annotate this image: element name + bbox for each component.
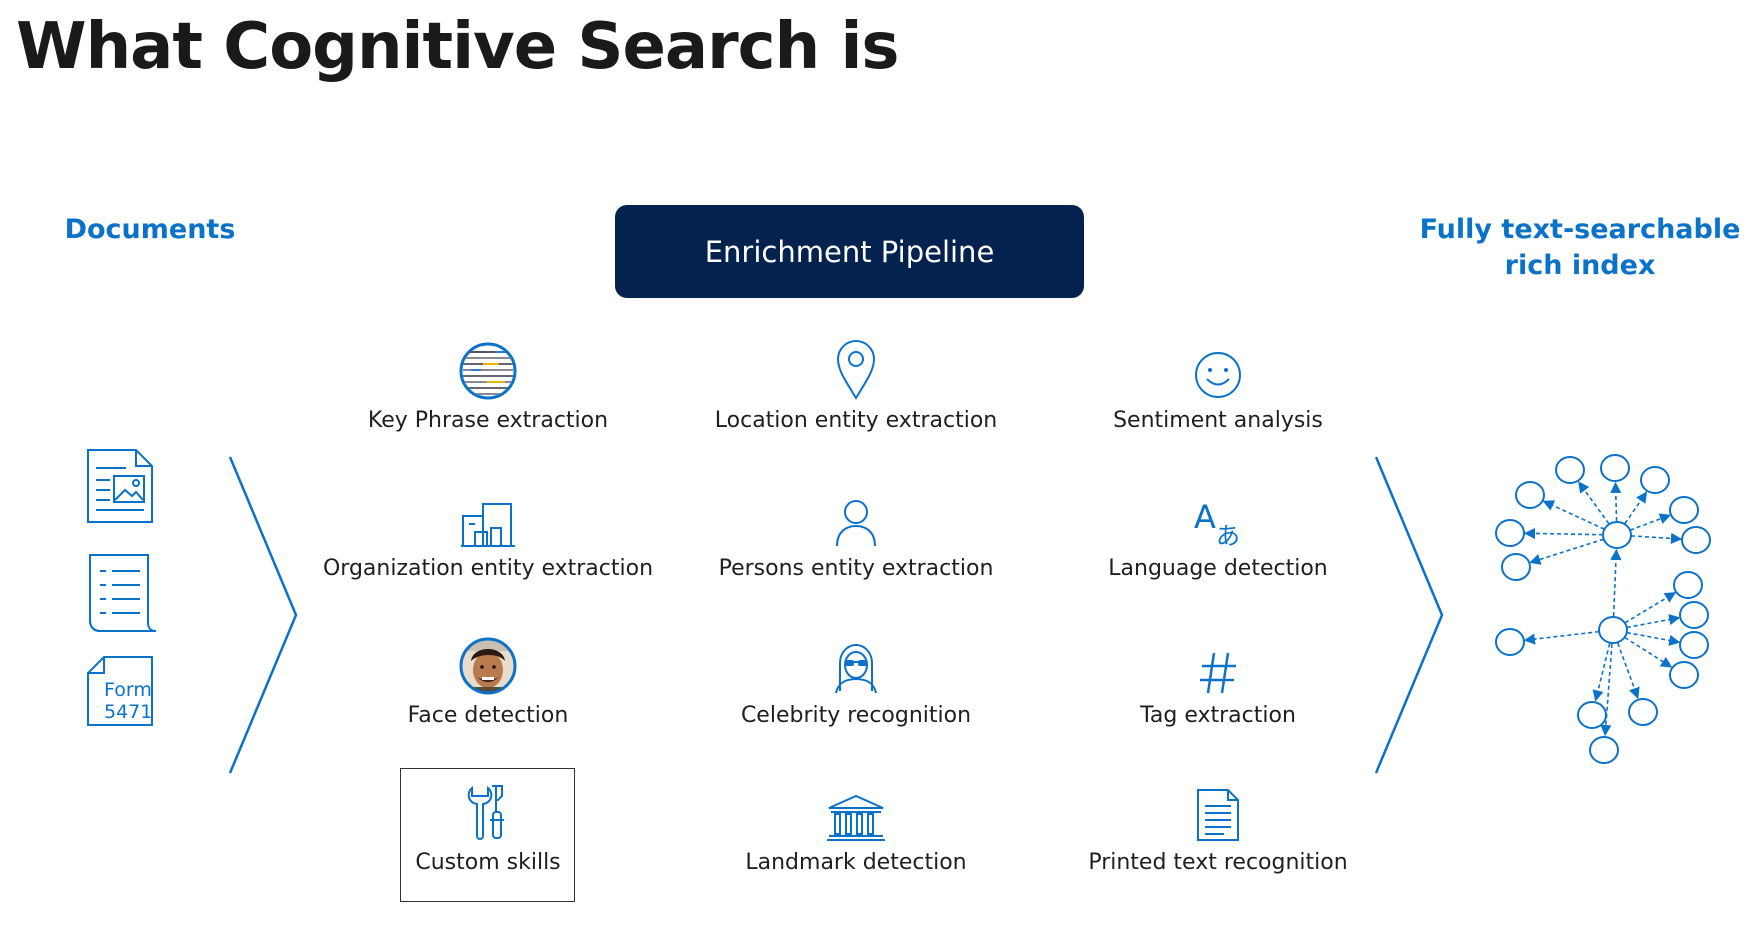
documents-heading: Documents xyxy=(64,214,236,245)
right-chevron-icon xyxy=(1374,456,1444,774)
graph-node xyxy=(1600,454,1630,482)
graph-node xyxy=(1669,661,1699,689)
graph-edge xyxy=(1523,630,1600,645)
skill-label: Face detection xyxy=(407,703,569,728)
skill-label: Key Phrase extraction xyxy=(367,408,609,433)
key-phrase-icon xyxy=(459,342,517,400)
skill-language: A あ Language detection xyxy=(1048,478,1388,581)
graph-edge xyxy=(1624,491,1648,524)
graph-hub-node xyxy=(1598,616,1628,644)
skill-landmark: Landmark detection xyxy=(686,772,1026,875)
skill-label: Tag extraction xyxy=(1140,703,1296,728)
graph-edge xyxy=(1610,481,1622,522)
graph-edge xyxy=(1592,643,1611,702)
skill-tag: Tag extraction xyxy=(1048,625,1388,728)
graph-edge xyxy=(1624,636,1673,668)
image-document-icon xyxy=(87,449,153,523)
graph-node xyxy=(1679,631,1709,659)
document-text-icon xyxy=(1197,789,1239,841)
graph-node xyxy=(1669,496,1699,524)
graph-hub-node xyxy=(1602,521,1632,549)
language-translate-icon: A あ xyxy=(1194,498,1240,550)
graph-node xyxy=(1495,519,1525,547)
skill-label: Language detection xyxy=(1108,556,1328,581)
skill-label: Landmark detection xyxy=(745,850,967,875)
enrichment-pipeline-header: Enrichment Pipeline xyxy=(615,205,1084,298)
skill-label: Sentiment analysis xyxy=(1113,408,1323,433)
graph-edge xyxy=(1523,527,1604,540)
svg-text:あ: あ xyxy=(1216,522,1240,550)
skill-label: Custom skills xyxy=(415,850,561,875)
skill-location: Location entity extraction xyxy=(686,330,1026,433)
graph-node xyxy=(1495,628,1525,656)
graph-node xyxy=(1628,698,1658,726)
skill-organization: Organization entity extraction xyxy=(318,478,658,581)
person-icon xyxy=(836,500,876,547)
building-icon xyxy=(461,503,515,547)
graph-edge xyxy=(1578,481,1610,525)
skill-label: Printed text recognition xyxy=(1088,850,1348,875)
graph-node xyxy=(1673,571,1703,599)
graph-node xyxy=(1555,456,1585,484)
knowledge-graph-icon xyxy=(1495,454,1711,764)
skill-printed-text: Printed text recognition xyxy=(1048,772,1388,875)
custom-skills-box xyxy=(400,768,575,902)
form-doc-line2: 5471 xyxy=(104,701,153,723)
skill-label: Celebrity recognition xyxy=(740,703,972,728)
skill-face: Face detection xyxy=(318,625,658,728)
graph-edge xyxy=(1624,592,1677,624)
skill-sentiment: Sentiment analysis xyxy=(1048,330,1388,433)
skill-persons: Persons entity extraction xyxy=(686,478,1026,581)
svg-text:A: A xyxy=(1194,498,1216,536)
scroll-document-icon xyxy=(89,554,157,632)
left-chevron-icon xyxy=(228,456,298,774)
index-heading-line2: rich index xyxy=(1504,250,1656,281)
skill-custom: Custom skills xyxy=(318,772,658,875)
landmark-building-icon xyxy=(827,794,885,841)
page-title: What Cognitive Search is xyxy=(16,10,899,84)
graph-edge xyxy=(1610,548,1622,617)
graph-edge xyxy=(1626,614,1681,629)
graph-node xyxy=(1681,526,1711,554)
tools-icon xyxy=(467,785,504,840)
graph-node xyxy=(1640,466,1670,494)
graph-node xyxy=(1501,553,1531,581)
index-heading: Fully text-searchable rich index xyxy=(1400,212,1760,284)
skill-celebrity: Celebrity recognition xyxy=(686,625,1026,728)
graph-edge xyxy=(1529,538,1604,565)
location-pin-icon xyxy=(836,340,876,400)
graph-edge xyxy=(1629,513,1671,531)
graph-edge xyxy=(1617,642,1640,699)
skill-label: Location entity extraction xyxy=(714,408,998,433)
graph-node xyxy=(1589,736,1619,764)
face-photo-icon xyxy=(459,637,517,695)
skill-label: Persons entity extraction xyxy=(718,556,994,581)
celebrity-icon xyxy=(835,644,877,694)
skill-key-phrase: Key Phrase extraction xyxy=(318,330,658,433)
index-heading-line1: Fully text-searchable xyxy=(1419,214,1741,245)
hashtag-icon xyxy=(1200,652,1236,694)
skill-label: Organization entity extraction xyxy=(322,556,654,581)
graph-node xyxy=(1577,701,1607,729)
form-doc-line1: Form xyxy=(104,679,152,701)
form-document-icon: Form 5471 xyxy=(86,655,156,727)
graph-edge xyxy=(1630,532,1683,545)
graph-node xyxy=(1679,601,1709,629)
graph-edge xyxy=(1626,631,1681,646)
graph-node xyxy=(1515,481,1545,509)
smiley-icon xyxy=(1195,352,1241,398)
graph-edge xyxy=(1600,643,1613,737)
